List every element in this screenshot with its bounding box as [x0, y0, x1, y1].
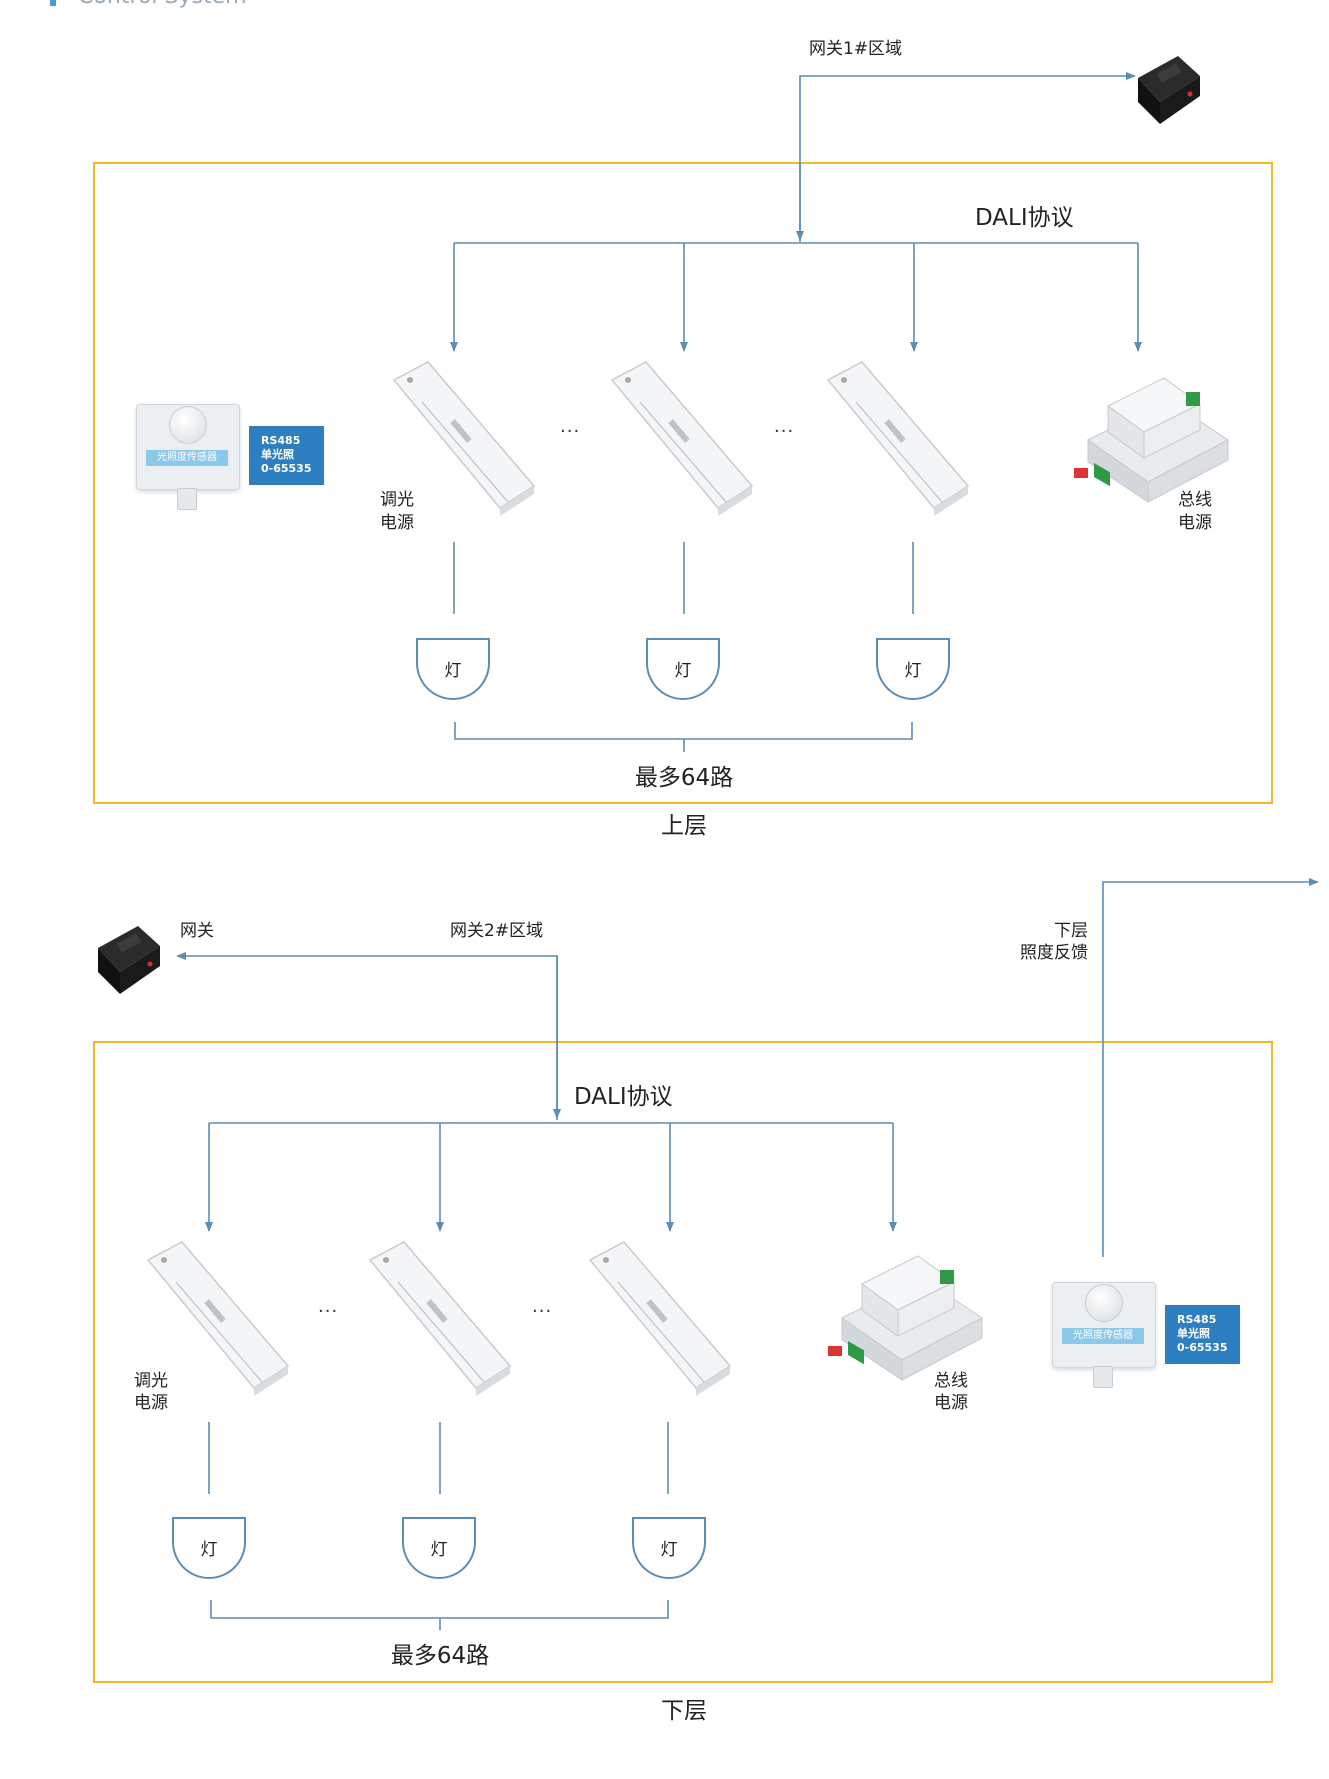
- sensor-gland-icon: [1093, 1366, 1113, 1388]
- lower-dimmer-driver-icon: [368, 1241, 512, 1396]
- lower-max-label: 最多64路: [390, 1643, 490, 1669]
- lower-sensor-badge: RS485 单光照 0-65535: [1165, 1305, 1240, 1364]
- lower-gateway-label: 网关: [180, 921, 214, 941]
- sensor-gland-icon: [177, 488, 197, 510]
- upper-bus-label-line1: 总线: [1178, 490, 1212, 510]
- upper-dimmer-driver-icon: [610, 361, 754, 516]
- upper-protocol-label: DALI协议: [975, 205, 1074, 231]
- lower-bus-label-line1: 总线: [934, 1371, 968, 1391]
- lower-layer-label: 下层: [661, 1698, 707, 1724]
- lower-dimmer-label-line2: 电源: [134, 1393, 168, 1413]
- lower-gateway-device-icon: [98, 926, 160, 994]
- lower-feedback-label-line2: 照度反馈: [1020, 943, 1088, 963]
- upper-layer-label: 上层: [661, 813, 707, 839]
- lower-feedback-label-line1: 下层: [1054, 921, 1088, 941]
- header-bar-icon: [50, 0, 56, 6]
- lower-lamp: 灯: [402, 1517, 476, 1579]
- upper-lamp: 灯: [646, 638, 720, 700]
- lower-protocol-label: DALI协议: [574, 1084, 673, 1110]
- upper-dimmer-label-line2: 电源: [380, 513, 414, 533]
- lower-dimmer-label-line1: 调光: [134, 1371, 168, 1391]
- upper-max-label: 最多64路: [634, 765, 734, 791]
- sensor-dome-icon: [1085, 1284, 1123, 1322]
- upper-ellipsis-2: ...: [774, 416, 795, 437]
- lower-dimmer-driver-icon: [588, 1241, 732, 1396]
- lower-bus-label-line2: 电源: [934, 1393, 968, 1413]
- upper-ellipsis-1: ...: [560, 416, 581, 437]
- upper-lamp: 灯: [876, 638, 950, 700]
- upper-layer-frame: [93, 162, 1273, 804]
- sensor-face-label: 光照度传感器: [146, 450, 228, 466]
- upper-lamp: 灯: [416, 638, 490, 700]
- lower-light-sensor: 光照度传感器: [1048, 1276, 1158, 1388]
- lower-bus-power-icon: [828, 1255, 983, 1381]
- upper-bus-label-line2: 电源: [1178, 513, 1212, 533]
- lower-dimmer-driver-icon: [146, 1241, 290, 1396]
- lower-lamp: 灯: [632, 1517, 706, 1579]
- upper-dimmer-driver-icon: [826, 361, 970, 516]
- lower-ellipsis-1: ...: [318, 1296, 339, 1317]
- lower-layer-frame: [93, 1041, 1273, 1683]
- lower-lamp: 灯: [172, 1517, 246, 1579]
- upper-dimmer-driver-icon: [392, 361, 536, 516]
- upper-light-sensor: 光照度传感器: [132, 398, 242, 510]
- upper-bus-power-icon: [1074, 377, 1229, 503]
- upper-sensor-badge: RS485 单光照 0-65535: [249, 426, 324, 485]
- upper-gateway-device-icon: [1138, 56, 1200, 124]
- page-title: Control System: [78, 0, 247, 8]
- sensor-dome-icon: [169, 406, 207, 444]
- lower-region-label: 网关2#区域: [450, 921, 544, 941]
- lower-ellipsis-2: ...: [532, 1296, 553, 1317]
- upper-region-label: 网关1#区域: [809, 39, 903, 59]
- sensor-face-label: 光照度传感器: [1062, 1328, 1144, 1344]
- upper-dimmer-label-line1: 调光: [380, 490, 414, 510]
